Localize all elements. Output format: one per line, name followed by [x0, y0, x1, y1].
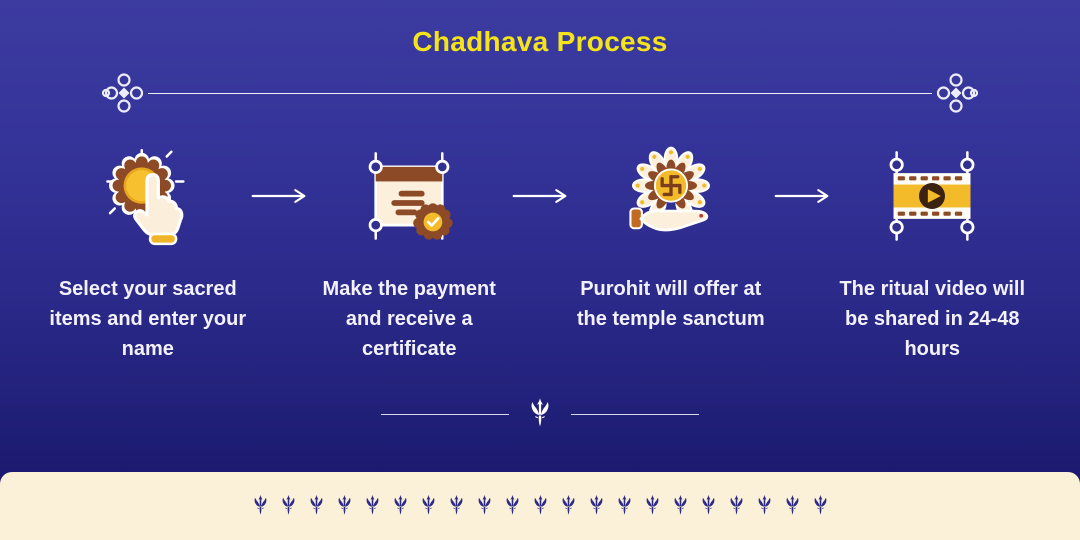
trishul-icon [525, 398, 555, 430]
page-title: Chadhava Process [412, 26, 668, 57]
arrow-right-icon [771, 144, 833, 248]
trident-icon [558, 494, 579, 518]
step-ritual-video: The ritual video will be shared in 24-48… [833, 144, 1033, 364]
swastika-symbol [660, 175, 682, 197]
trident-icon [642, 494, 663, 518]
divider-rule [381, 413, 509, 415]
trident-icon [418, 494, 439, 518]
step-select-items: Select your sacred items and enter your … [48, 144, 248, 364]
trident-icon [362, 494, 383, 518]
decorative-divider-top [100, 70, 980, 116]
trident-icon [446, 494, 467, 518]
arrow-right-icon [509, 144, 571, 248]
trident-row [0, 472, 1080, 540]
tap-select-icon [105, 148, 185, 246]
divider-rule [148, 92, 932, 94]
trident-icon [474, 494, 495, 518]
trident-icon [502, 494, 523, 518]
trident-icon [390, 494, 411, 518]
trident-icon [250, 494, 271, 518]
play-icon [928, 189, 942, 203]
kolam-ornament-right-icon [932, 71, 980, 115]
trident-icon [698, 494, 719, 518]
arrow-right-icon [248, 144, 310, 248]
trident-icon [334, 494, 355, 518]
step-caption: Purohit will offer at the temple sanctum [576, 278, 765, 330]
decorative-divider-bottom [0, 398, 1080, 430]
kolam-ornament-left-icon [100, 71, 148, 115]
step-caption: Make the payment and receive a certifica… [322, 278, 496, 360]
trident-icon [306, 494, 327, 518]
trident-icon [782, 494, 803, 518]
process-steps: Select your sacred items and enter your … [0, 144, 1080, 364]
trident-icon [586, 494, 607, 518]
ritual-video-icon [889, 151, 975, 241]
step-payment-certificate: Make the payment and receive a certifica… [310, 144, 510, 364]
offering-hand-icon [629, 146, 710, 232]
trident-icon [670, 494, 691, 518]
trident-icon [754, 494, 775, 518]
trident-icon [530, 494, 551, 518]
trident-icon [726, 494, 747, 518]
divider-rule [571, 413, 699, 415]
trident-icon [278, 494, 299, 518]
step-caption: Select your sacred items and enter your … [49, 278, 247, 360]
certificate-icon [368, 152, 453, 240]
trident-icon [614, 494, 635, 518]
trident-icon [810, 494, 831, 518]
step-caption: The ritual video will be shared in 24-48… [839, 278, 1026, 360]
step-purohit-offering: Purohit will offer at the temple sanctum [571, 144, 771, 334]
